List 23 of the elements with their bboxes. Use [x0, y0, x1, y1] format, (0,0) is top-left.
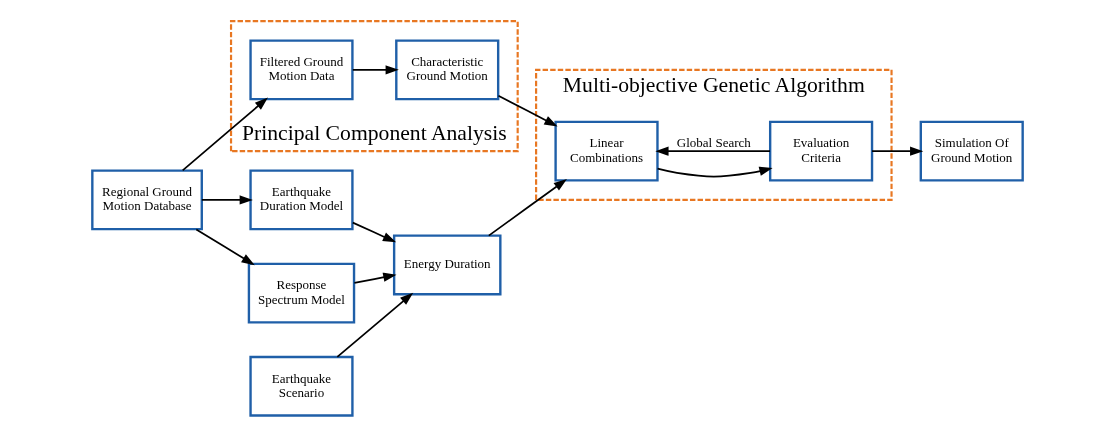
arrow [195, 228, 255, 266]
node-box: Evaluation Criteria [768, 120, 874, 182]
arrow [655, 146, 771, 156]
node-box: Response Spectrum Model [247, 262, 356, 324]
node-box: Earthquake Scenario [249, 355, 354, 417]
edge-label: Global Search [676, 135, 751, 151]
arrow [497, 94, 558, 127]
node-box: Earthquake Duration Model [249, 169, 354, 231]
node-box: Simulation Of Ground Motion [919, 120, 1024, 182]
arrow [351, 65, 399, 75]
arrow [487, 179, 567, 237]
node-box: Regional Ground Motion Database [91, 169, 203, 231]
arrow [336, 292, 414, 358]
arrow [656, 166, 773, 178]
node-box: Characteristic Ground Motion [395, 39, 500, 101]
node-box: Linear Combinations [554, 120, 659, 182]
arrow [351, 221, 397, 243]
arrow [200, 195, 253, 205]
arrow [353, 272, 397, 284]
arrow [181, 97, 268, 172]
arrow [871, 146, 924, 156]
node-box: Filtered Ground Motion Data [249, 39, 354, 101]
node-box: Energy Duration [392, 234, 502, 296]
